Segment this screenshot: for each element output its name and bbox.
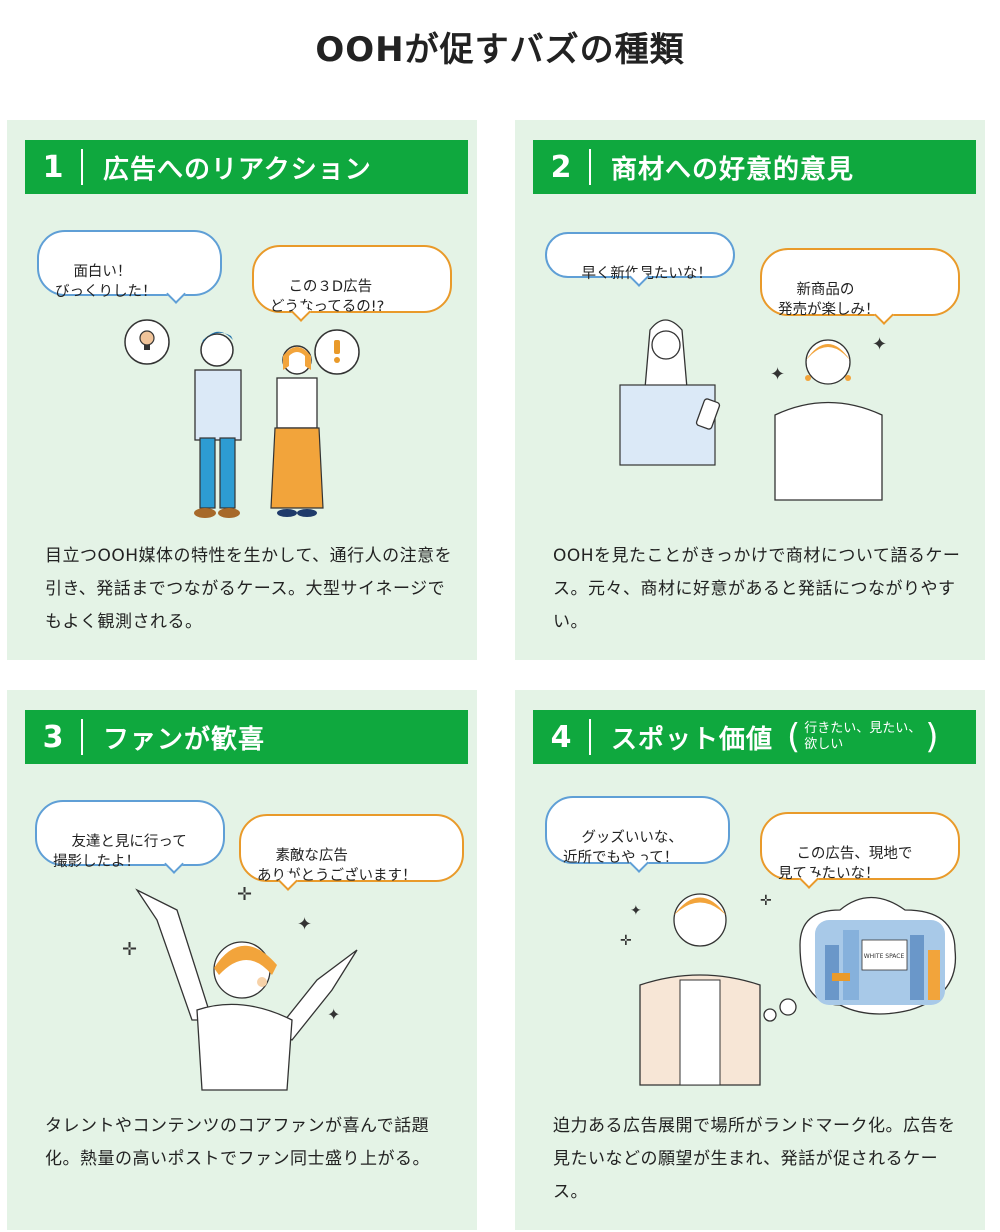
card-heading: スポット価値 — [611, 724, 774, 755]
card-header: 2 商材への好意的意見 — [533, 140, 976, 194]
card-heading: ファンが歓喜 — [103, 724, 266, 755]
card-number: 3 — [42, 719, 64, 755]
page-title: OOHが促すバズの種類 — [315, 30, 685, 70]
cheering-fan-illustration: ✛ ✛ ✦ ✦ — [122, 884, 358, 1091]
svg-text:✛: ✛ — [760, 893, 772, 909]
speech-bubble-2: 素敵な広告 ありがとうございます！ — [239, 814, 464, 891]
header-divider — [81, 719, 83, 755]
card-heading: 広告へのリアクション — [103, 154, 372, 185]
speech-bubble-1: グッズいいな、 近所でもやって！ — [545, 796, 730, 873]
card-header: 3 ファンが歓喜 — [25, 710, 468, 764]
card-spot-value: 4 スポット価値 ( 行きたい、見たい、 欲しい ) グッズいいな、 近所でもや… — [515, 690, 985, 1230]
card-header: 4 スポット価値 ( 行きたい、見たい、 欲しい ) — [533, 710, 976, 764]
bubble-text: グッズいいな、 近所でもやって！ — [563, 830, 683, 866]
header-divider — [589, 149, 591, 185]
card-heading: 商材への好意的意見 — [611, 154, 855, 185]
svg-text:✦: ✦ — [872, 334, 887, 355]
subnote-line-2: 欲しい — [804, 737, 844, 752]
card-number: 1 — [42, 149, 64, 185]
surprised-people-illustration — [124, 319, 360, 518]
dreaming-person-illustration: WHITE SPACE ✦ ✛ ✛ — [620, 893, 957, 1086]
svg-text:✦: ✦ — [630, 903, 642, 919]
card-fan-joy: 3 ファンが歓喜 友達と見に行って 撮影したよ！ 素敵な広告 ありがとうございま… — [7, 690, 477, 1230]
speech-bubble-1: 友達と見に行って 撮影したよ！ — [35, 800, 225, 874]
bubble-text: 友達と見に行って 撮影したよ！ — [53, 834, 187, 870]
card-number: 2 — [550, 149, 572, 185]
card-description: タレントやコンテンツのコアファンが喜んで話題化。熱量の高いポストでファン同士盛り… — [45, 1116, 430, 1169]
speech-bubble-1: 早く新作見たいな！ — [545, 232, 735, 287]
bubble-text: 面白い！ びっくりした！ — [55, 264, 157, 300]
card-description: 目立つOOH媒体の特性を生かして、通行人の注意を引き、発話までつながるケース。大… — [45, 546, 453, 632]
card-reaction: 1 広告へのリアクション 面白い！ びっくりした！ この３D広告 どうなってるの… — [7, 120, 477, 660]
card-description: OOHを見たことがきっかけで商材について語るケース。元々、商材に好意があると発話… — [553, 546, 961, 632]
subnote-text: 行きたい、見たい、 欲しい — [800, 721, 925, 753]
svg-text:✦: ✦ — [770, 364, 785, 385]
card-number: 4 — [550, 719, 572, 755]
card-description: 迫力ある広告展開で場所がランドマーク化。広告を見たいなどの願望が生まれ、発話が促… — [553, 1116, 956, 1202]
bubble-text: 新商品の 発売が楽しみ！ — [778, 282, 880, 318]
billboard-text: WHITE SPACE — [864, 953, 905, 960]
bubble-tail — [164, 854, 184, 874]
bubble-text: この広告、現地で 見てみたいな！ — [778, 846, 913, 882]
speech-bubble-2: この広告、現地で 見てみたいな！ — [760, 812, 960, 889]
svg-text:✦: ✦ — [297, 914, 312, 935]
subnote-line-1: 行きたい、見たい、 — [804, 721, 922, 736]
header-divider — [81, 149, 83, 185]
speech-bubble-1: 面白い！ びっくりした！ — [37, 230, 222, 304]
open-paren: ( — [787, 717, 801, 757]
svg-text:✦: ✦ — [327, 1005, 340, 1024]
heading-subnote: ( 行きたい、見たい、 欲しい ) — [787, 720, 939, 754]
bubble-tail — [166, 284, 186, 304]
card-header: 1 広告へのリアクション — [25, 140, 468, 194]
excited-people-illustration: ✦ ✦ — [619, 319, 887, 501]
close-paren: ) — [925, 717, 939, 757]
speech-bubble-2: 新商品の 発売が楽しみ！ — [760, 248, 960, 325]
svg-text:✛: ✛ — [620, 933, 632, 949]
card-product-opinion: 2 商材への好意的意見 早く新作見たいな！ 新商品の 発売が楽しみ！ ✦ ✦ O… — [515, 120, 985, 660]
svg-text:✛: ✛ — [122, 939, 137, 960]
speech-bubble-2: この３D広告 どうなってるの!? — [252, 245, 452, 322]
svg-text:✛: ✛ — [237, 884, 252, 905]
header-divider — [589, 719, 591, 755]
